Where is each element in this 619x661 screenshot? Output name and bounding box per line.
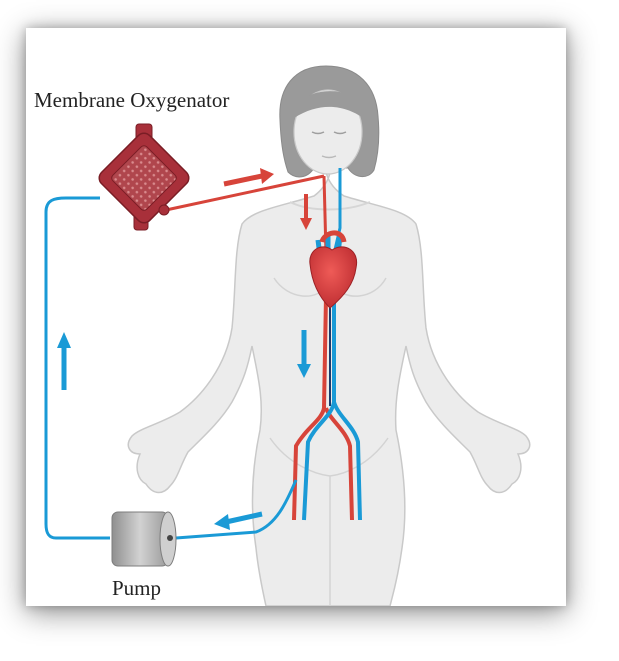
arrow-down-icon	[300, 194, 312, 230]
aorta	[292, 295, 328, 521]
fringe	[294, 91, 366, 120]
arrow-up-icon	[57, 332, 71, 390]
mouth	[321, 155, 337, 159]
flow-arrows	[57, 168, 312, 530]
collar-shadow	[289, 201, 371, 211]
vena-cava-right	[332, 401, 362, 521]
arrow-down-icon	[297, 330, 311, 378]
return-line-to-oxygenator	[44, 196, 110, 540]
heart-arch	[319, 230, 347, 243]
membrane-oxygenator-label: Membrane Oxygenator	[34, 88, 230, 112]
heart-shape	[309, 246, 358, 309]
pump-device	[111, 511, 177, 567]
oxygenator-side-port	[158, 204, 170, 216]
ecmo-diagram	[44, 65, 531, 606]
oxygenator-membrane	[111, 145, 177, 211]
membrane-oxygenator	[98, 123, 190, 231]
heart	[309, 230, 358, 309]
eye-right	[333, 131, 347, 135]
arrow-left-icon	[214, 511, 263, 530]
pump-outlet	[167, 535, 173, 541]
pump-label: Pump	[112, 576, 162, 600]
head	[279, 65, 380, 178]
venous-cannula-line	[175, 479, 298, 540]
face	[293, 89, 363, 175]
arrow-right-icon	[223, 168, 274, 187]
arterial-line	[165, 174, 325, 212]
eye-left	[311, 131, 325, 135]
aorta-right	[324, 407, 354, 521]
jugular-vein	[332, 168, 342, 255]
diagram-card: Membrane Oxygenator Pump	[26, 28, 566, 606]
ecmo-circuit	[44, 174, 325, 540]
